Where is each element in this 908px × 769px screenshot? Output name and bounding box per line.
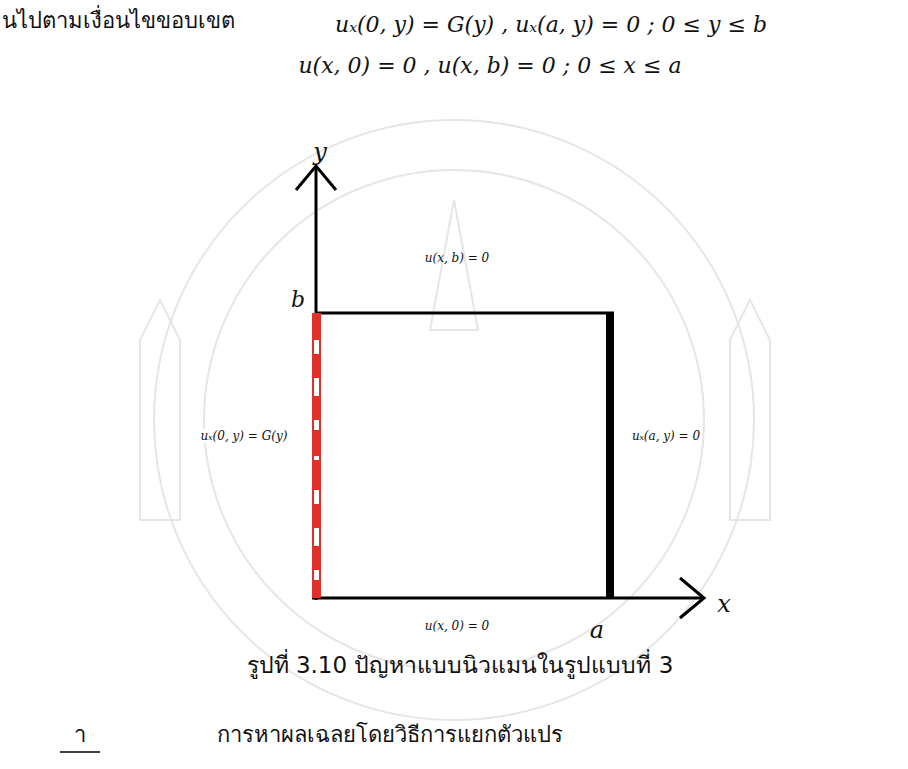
left-edge-gaps: [314, 340, 319, 580]
section-text: การหาผลเฉลยโดยวิธีการแยกตัวแปร: [217, 722, 563, 748]
figure-caption: รูปที่ 3.10 ปัญหาแบบนิวแมนในรูปแบบที่ 3: [247, 652, 674, 680]
boundary-label: uₓ(a, y) = 0: [630, 429, 702, 443]
boundary-equation: uₓ(0, y) = G(y) , uₓ(a, y) = 0 ; 0 ≤ y ≤…: [335, 12, 767, 38]
left-edge: [312, 313, 321, 598]
heading-text: นไปตามเงื่อนไขขอบเขต: [2, 8, 235, 34]
underline: [60, 751, 100, 753]
top-edge: [316, 312, 614, 315]
axis-tick-label: b: [291, 287, 305, 313]
boundary-label: u(x, 0) = 0: [425, 619, 489, 633]
axes: [296, 166, 704, 618]
right-edge: [606, 313, 614, 598]
boundary-label: u(x, b) = 0: [425, 251, 490, 265]
section-label: า: [74, 722, 86, 748]
boundary-equation: u(x, 0) = 0 , u(x, b) = 0 ; 0 ≤ x ≤ a: [298, 53, 681, 79]
axis-tick-label: a: [590, 616, 604, 645]
boundary-label: uₓ(0, y) = G(y): [199, 429, 290, 443]
axis-label: y: [313, 138, 327, 167]
axis-label: x: [717, 590, 731, 619]
watermark: [140, 120, 770, 720]
